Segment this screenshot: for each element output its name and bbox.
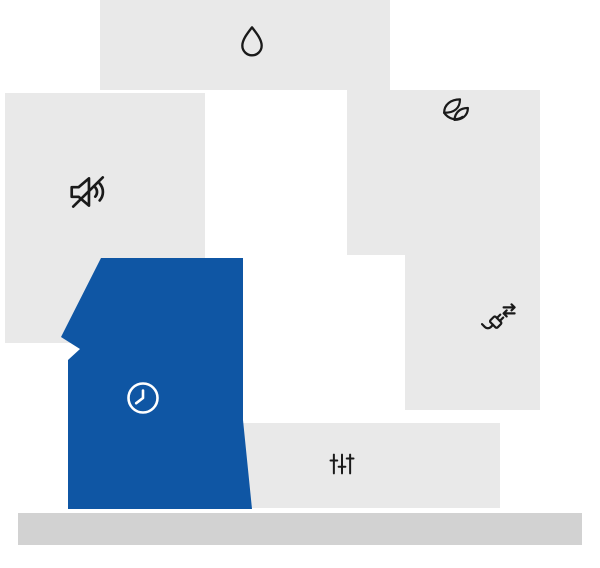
speaker-mute-icon (65, 169, 111, 215)
tile-sliders (210, 423, 500, 508)
tile-power-plug (405, 155, 540, 410)
water-drop-icon (232, 22, 272, 62)
tile-speaker-mute (5, 93, 205, 343)
power-plug-swap-icon (481, 302, 519, 340)
sliders-icon (327, 449, 357, 479)
tile-water-drop (100, 0, 390, 90)
leaf-icon (437, 93, 475, 131)
clock-icon (127, 382, 159, 414)
taskbar-bar (18, 513, 582, 545)
